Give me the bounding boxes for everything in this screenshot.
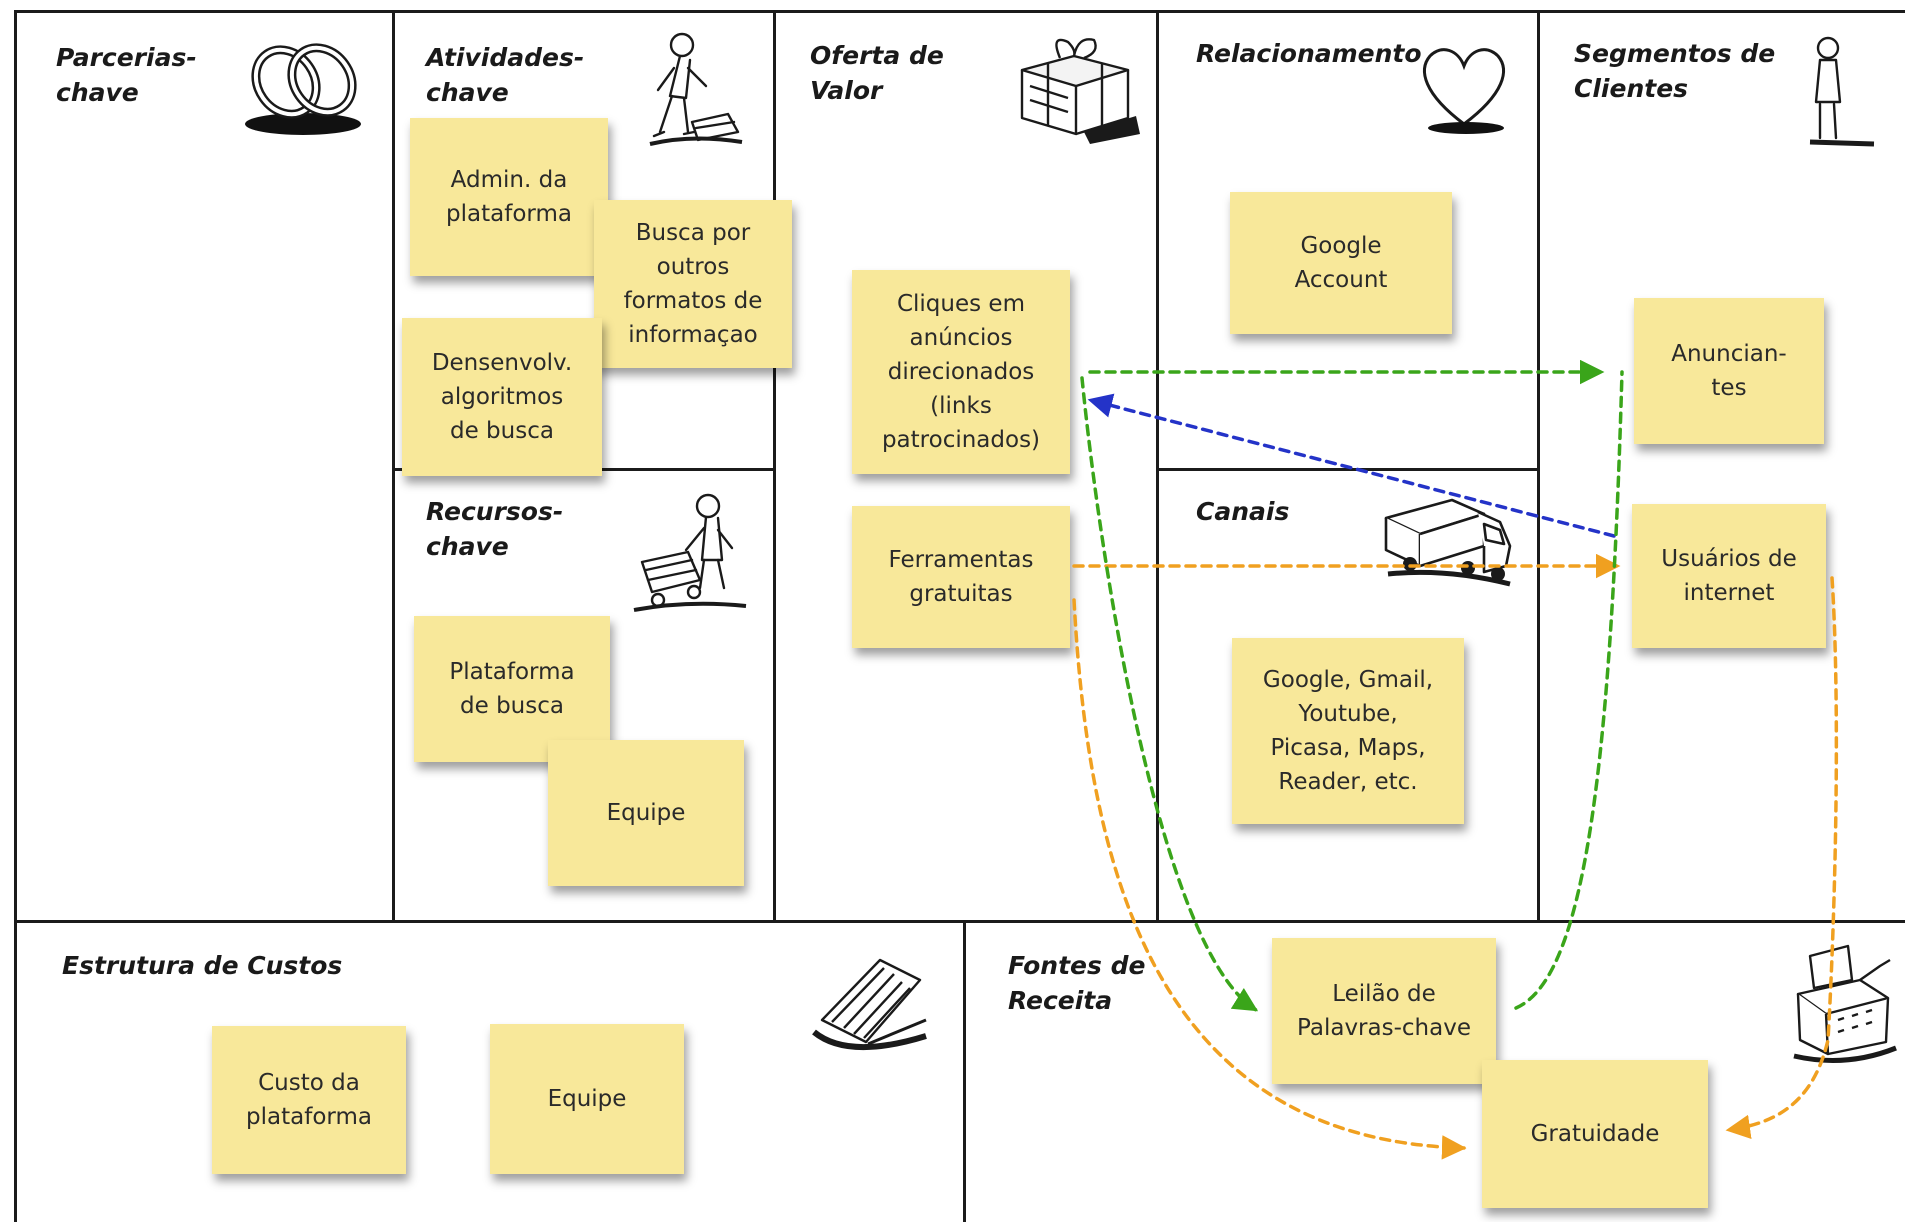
sticky-admin-plataforma: Admin. da plataforma bbox=[410, 118, 608, 276]
arrow-cliques-to-leilao bbox=[1080, 376, 1259, 1012]
revenue-streams-title: Fontes de Receita bbox=[1008, 951, 1146, 1015]
sticky-usuarios-internet: Usuários de internet bbox=[1632, 504, 1826, 648]
grid-divider-partners-activities bbox=[392, 10, 395, 922]
sticky-busca-outros-formatos: Busca por outros formatos de informaçao bbox=[594, 200, 792, 368]
sticky-desenvolvimento-algoritmos: Densenvolv. algoritmos de busca bbox=[402, 318, 602, 476]
sticky-anunciantes: Anuncian- tes bbox=[1634, 298, 1824, 444]
chain-links-icon bbox=[245, 38, 361, 135]
grid-divider-value-relationship bbox=[1156, 10, 1159, 922]
key-activities-title: Atividades- chave bbox=[426, 43, 585, 107]
heart-icon bbox=[1414, 38, 1514, 134]
grid-line-top bbox=[14, 10, 1905, 13]
worker-icon bbox=[630, 28, 750, 153]
channels-title: Canais bbox=[1196, 497, 1290, 526]
sticky-leilao-palavras-chave: Leilão de Palavras-chave bbox=[1272, 938, 1496, 1084]
grid-line-middle bbox=[14, 920, 1905, 923]
person-icon bbox=[1800, 34, 1880, 154]
sticky-gratuidade: Gratuidade bbox=[1482, 1060, 1708, 1208]
grid-divider-activities-value bbox=[773, 10, 776, 922]
sticky-ferramentas-gratuitas: Ferramentas gratuitas bbox=[852, 506, 1070, 648]
customer-segments-title: Segmentos de Clientes bbox=[1574, 39, 1776, 103]
cash-register-icon bbox=[1790, 936, 1900, 1066]
sticky-google-account: Google Account bbox=[1230, 192, 1452, 334]
value-proposition-title: Oferta de Valor bbox=[810, 41, 944, 105]
grid-line-left bbox=[14, 10, 17, 1222]
sticky-cliques-anuncios: Cliques em anúncios direcionados (links … bbox=[852, 270, 1070, 474]
sticky-equipe-recursos: Equipe bbox=[548, 740, 744, 886]
key-partners-title: Parcerias- chave bbox=[56, 43, 197, 107]
truck-icon bbox=[1380, 494, 1515, 589]
sticky-custo-plataforma: Custo da plataforma bbox=[212, 1026, 406, 1174]
sticky-google-gmail-youtube: Google, Gmail, Youtube, Picasa, Maps, Re… bbox=[1232, 638, 1464, 824]
sticky-equipe-custos: Equipe bbox=[490, 1024, 684, 1174]
cost-structure-title: Estrutura de Custos bbox=[62, 951, 343, 980]
sticky-plataforma-busca: Plataforma de busca bbox=[414, 616, 610, 762]
customer-relationships-title: Relacionamento bbox=[1196, 39, 1422, 68]
document-icon bbox=[808, 950, 938, 1060]
grid-divider-relationship-segments bbox=[1537, 10, 1540, 922]
key-resources-title: Recursos- chave bbox=[426, 497, 564, 561]
worker-with-cart-icon bbox=[628, 488, 753, 623]
gift-icon bbox=[1016, 28, 1140, 144]
grid-divider-costs-revenue bbox=[963, 920, 966, 1222]
grid-divider-relationship-channels bbox=[1156, 468, 1539, 471]
